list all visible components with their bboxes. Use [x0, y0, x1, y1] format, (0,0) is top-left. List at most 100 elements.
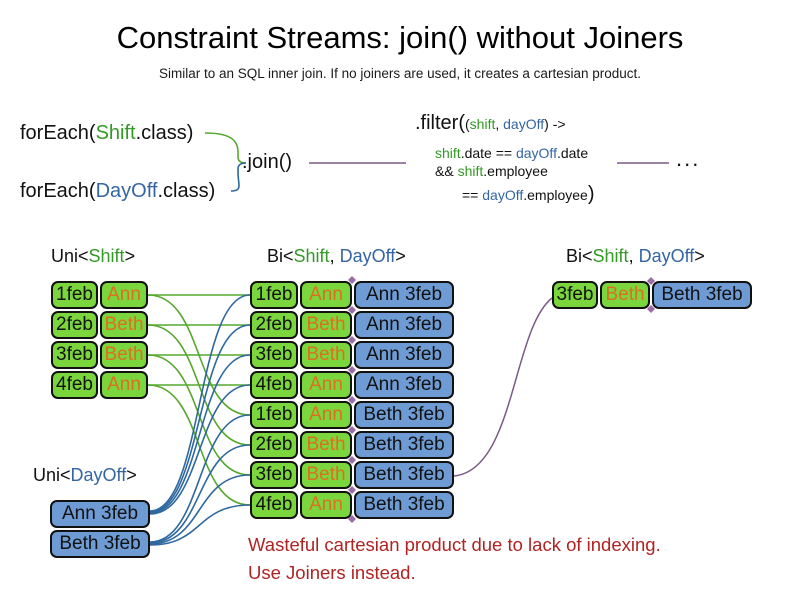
dayoff-row: Ann 3feb [50, 500, 150, 528]
shift-employee-cell: Beth [300, 461, 352, 489]
bi-shift-dayoff-label: Bi<Shift, DayOff> [267, 246, 406, 267]
shift-to-join-wires [147, 294, 251, 506]
dayoff-cell: Beth 3feb [354, 431, 454, 459]
code-text: .class) [157, 180, 216, 202]
shift-date-cell: 1feb [250, 401, 298, 429]
shift-type-token: Shift [592, 246, 629, 266]
code-text: forEach( [20, 180, 96, 202]
label-text: , [628, 246, 639, 266]
code-filter-line2: shift.date == dayOff.date [435, 145, 588, 161]
shift-type-token: Shift [88, 246, 125, 266]
shift-employee-cell: Ann [100, 281, 148, 309]
shift-date-cell: 1feb [250, 281, 298, 309]
label-text: Uni< [33, 465, 71, 485]
code-text: && [435, 163, 458, 179]
code-foreach-shift: forEach(Shift.class) [20, 122, 193, 145]
shift-date-cell: 4feb [51, 371, 98, 399]
code-foreach-dayoff: forEach(DayOff.class) [20, 180, 215, 203]
label-text: > [124, 246, 136, 266]
shift-date-cell: 3feb [250, 341, 298, 369]
warning-line1: Wasteful cartesian product due to lack o… [248, 534, 661, 555]
code-text: .date [556, 145, 589, 161]
label-text: Bi< [566, 246, 593, 266]
dayoff-cell: Beth 3feb [652, 281, 752, 309]
shift-date-cell: 2feb [250, 311, 298, 339]
filter-head: .filter( [415, 112, 465, 134]
dayoff-cell: Ann 3feb [354, 311, 454, 339]
code-text: ) -> [544, 116, 566, 132]
shift-employee-cell: Ann [300, 401, 352, 429]
code-text: ) [587, 183, 595, 205]
code-filter-line3: && shift.employee [435, 163, 548, 179]
dayoff-type-token: DayOff [70, 465, 127, 485]
dayoff-cell: Beth 3feb [354, 401, 454, 429]
uni-shift-label: Uni<Shift> [51, 246, 135, 267]
shift-employee-cell: Beth [100, 341, 148, 369]
dayoff-cell: Beth 3feb [50, 530, 150, 558]
dayoff-to-join-wires [149, 294, 251, 546]
shift-class-token: Shift [95, 122, 136, 144]
shift-date-cell: 2feb [51, 311, 98, 339]
code-ellipsis: ... [676, 146, 701, 171]
join-brace-lines [204, 132, 247, 192]
code-text: .class) [135, 122, 194, 144]
shift-employee-cell: Beth [300, 431, 352, 459]
code-text: ( [465, 116, 470, 132]
label-text: > [694, 246, 705, 266]
dayoff-param-token: dayOff [503, 116, 545, 132]
code-text: , [495, 116, 504, 132]
dayoff-cell: Beth 3feb [354, 461, 454, 489]
shift-date-cell: 3feb [250, 461, 298, 489]
shift-param-token: shift [469, 116, 496, 132]
shift-date-cell: 2feb [250, 431, 298, 459]
shift-employee-cell: Beth [300, 341, 352, 369]
code-text: == [462, 187, 483, 203]
dayoff-param-token: dayOff [482, 187, 524, 203]
shift-employee-cell: Ann [300, 371, 352, 399]
code-text: .employee [483, 163, 548, 179]
code-join: .join() [242, 151, 293, 173]
dayoff-cell: Beth 3feb [354, 491, 454, 519]
page-title: Constraint Streams: join() without Joine… [116, 20, 684, 55]
dayoff-cell: Ann 3feb [354, 371, 454, 399]
label-text: , [329, 246, 340, 266]
code-text: .date == [460, 145, 516, 161]
purple-flow-lines [309, 162, 669, 477]
shift-employee-cell: Ann [300, 491, 352, 519]
warning-line2: Use Joiners instead. [248, 562, 416, 583]
shift-type-token: Shift [293, 246, 330, 266]
shift-employee-cell: Beth [100, 311, 148, 339]
shift-employee-cell: Ann [100, 371, 148, 399]
label-text: Uni< [51, 246, 89, 266]
warning-text: Wasteful cartesian product due to lack o… [248, 531, 661, 587]
label-text: > [126, 465, 137, 485]
dayoff-param-token: dayOff [515, 145, 557, 161]
shift-param-token: shift [457, 163, 484, 179]
uni-dayoff-label: Uni<DayOff> [33, 465, 137, 486]
shift-date-cell: 4feb [250, 371, 298, 399]
shift-date-cell: 4feb [250, 491, 298, 519]
shift-date-cell: 1feb [51, 281, 98, 309]
shift-param-token: shift [435, 145, 461, 161]
code-filter-line4: == dayOff.employee) [462, 183, 595, 206]
bi-result-label: Bi<Shift, DayOff> [566, 246, 705, 267]
shift-date-cell: 3feb [51, 341, 98, 369]
dayoff-type-token: DayOff [638, 246, 695, 266]
label-text: > [395, 246, 406, 266]
code-filter-line1: .filter((shift, dayOff) -> [415, 112, 566, 135]
label-text: Bi< [267, 246, 294, 266]
shift-employee-cell: Ann [300, 281, 352, 309]
shift-employee-cell: Beth [600, 281, 650, 309]
